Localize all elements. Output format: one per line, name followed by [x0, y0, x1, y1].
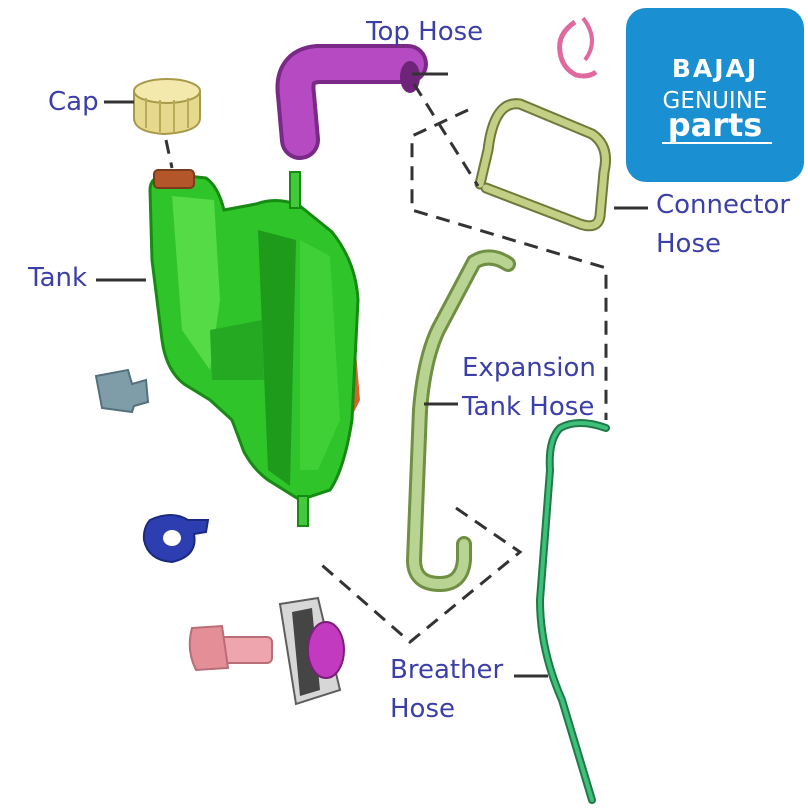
label-expansion-tank-hose: Expansion Tank Hose [462, 353, 596, 422]
breather-hose-part [535, 419, 610, 804]
connection-lines [164, 83, 608, 644]
label-breather-hose: Breather Hose [390, 655, 504, 724]
label-cap: Cap [48, 87, 99, 117]
logo-underline [662, 142, 772, 144]
expansion-tank-hose-part [405, 249, 516, 593]
bolt-part [188, 624, 273, 672]
bajaj-logo: BAJAJ GENUINE parts [626, 8, 804, 182]
leader-lines [96, 72, 648, 678]
connector-hose-part [474, 98, 611, 232]
logo-genuine: GENUINE [662, 88, 768, 114]
label-connector-hose: Connector Hose [656, 190, 791, 259]
label-tank: Tank [28, 263, 88, 293]
logo-brand: BAJAJ [671, 54, 759, 83]
hose-clip-part [557, 16, 598, 79]
bracket-part [94, 368, 150, 414]
cap-part [133, 78, 201, 136]
tank-part [148, 169, 360, 527]
clamp-part [142, 514, 210, 564]
top-hose-part [275, 44, 428, 160]
label-top-hose: Top Hose [366, 17, 484, 47]
grommet-part [278, 596, 345, 706]
logo-parts: parts [667, 106, 763, 144]
